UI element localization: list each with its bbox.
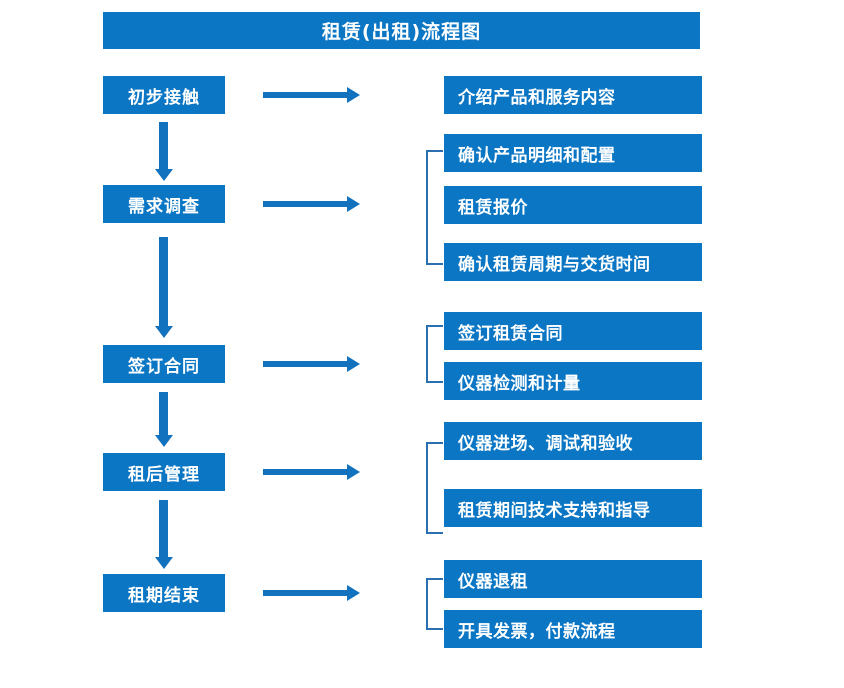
arrow-down-icon-4 xyxy=(159,500,168,558)
group-bracket-icon-1 xyxy=(426,150,443,265)
arrow-right-icon-1 xyxy=(263,92,347,98)
arrow-right-icon-3 xyxy=(263,361,347,367)
detail-node-2[interactable]: 确认产品明细和配置 xyxy=(444,134,702,172)
stage-node-4[interactable]: 租后管理 xyxy=(103,453,225,491)
arrow-right-icon-4 xyxy=(263,469,347,475)
detail-node-9[interactable]: 仪器退租 xyxy=(444,560,702,598)
arrow-down-icon-2 xyxy=(159,237,168,327)
detail-node-7[interactable]: 仪器进场、调试和验收 xyxy=(444,422,702,460)
detail-node-3[interactable]: 租赁报价 xyxy=(444,186,702,224)
group-bracket-icon-4 xyxy=(426,578,443,630)
arrow-down-icon-1 xyxy=(159,122,168,170)
detail-node-5[interactable]: 签订租赁合同 xyxy=(444,312,702,350)
stage-node-3[interactable]: 签订合同 xyxy=(103,345,225,383)
arrow-down-icon-3 xyxy=(159,392,168,436)
page-title: 租赁(出租)流程图 xyxy=(103,12,700,49)
stage-node-2[interactable]: 需求调查 xyxy=(103,185,225,223)
arrow-right-icon-5 xyxy=(263,590,347,596)
detail-node-6[interactable]: 仪器检测和计量 xyxy=(444,362,702,400)
group-bracket-icon-3 xyxy=(426,442,443,534)
detail-node-8[interactable]: 租赁期间技术支持和指导 xyxy=(444,489,702,527)
stage-node-1[interactable]: 初步接触 xyxy=(103,76,225,114)
group-bracket-icon-2 xyxy=(426,325,443,383)
detail-node-1[interactable]: 介绍产品和服务内容 xyxy=(444,76,702,114)
arrow-right-icon-2 xyxy=(263,201,347,207)
stage-node-5[interactable]: 租期结束 xyxy=(103,574,225,612)
detail-node-10[interactable]: 开具发票，付款流程 xyxy=(444,610,702,648)
detail-node-4[interactable]: 确认租赁周期与交货时间 xyxy=(444,243,702,281)
